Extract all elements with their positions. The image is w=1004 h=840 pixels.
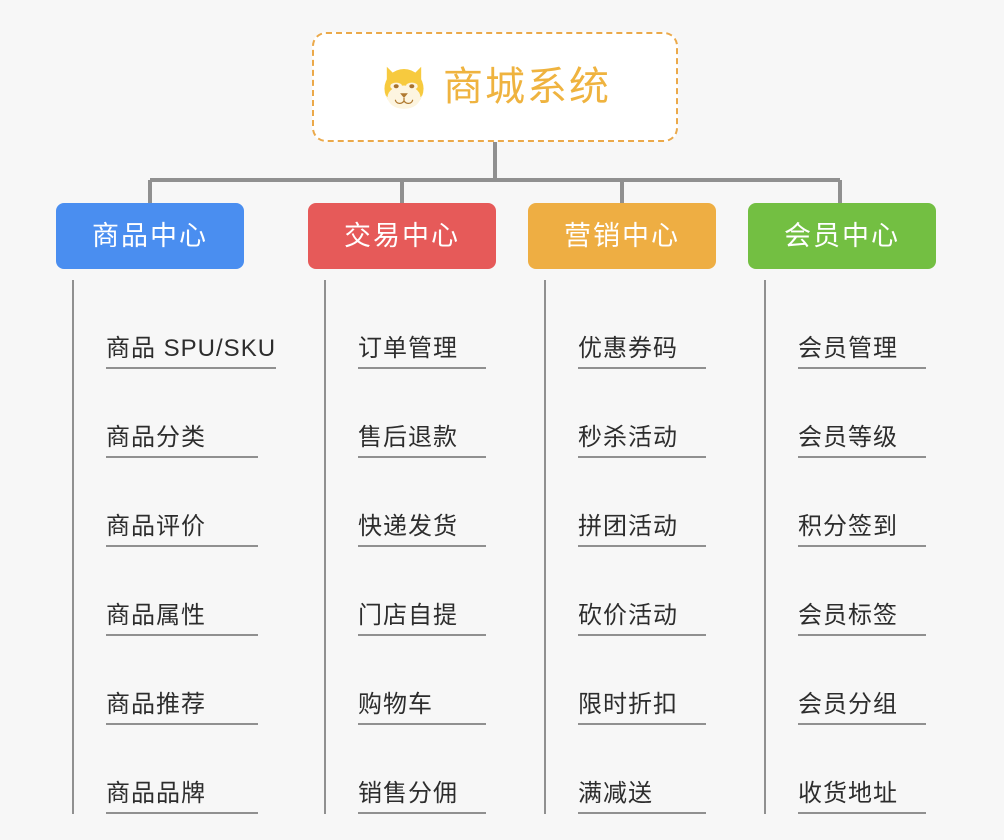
leaf-item[interactable]: 限时折扣: [546, 636, 748, 725]
leaf-item-label: 销售分佣: [358, 780, 486, 814]
leaf-item-label: 商品推荐: [106, 691, 258, 725]
leaf-item-label: 商品品牌: [106, 780, 258, 814]
leaf-item[interactable]: 满减送: [546, 725, 748, 814]
leaf-item-label: 门店自提: [358, 602, 486, 636]
shiba-dog-face-icon: [384, 66, 424, 109]
leaf-item-label: 快递发货: [358, 513, 486, 547]
leaf-item[interactable]: 优惠券码: [546, 280, 748, 369]
leaf-item-label: 售后退款: [358, 424, 486, 458]
leaf-item-label: 限时折扣: [578, 691, 706, 725]
leaf-item-label: 会员标签: [798, 602, 926, 636]
leaf-item[interactable]: 商品分类: [74, 369, 276, 458]
leaf-item[interactable]: 快递发货: [326, 458, 528, 547]
branch-header-label: 商品中心: [92, 220, 208, 251]
leaf-item[interactable]: 会员分组: [766, 636, 968, 725]
leaf-item[interactable]: 秒杀活动: [546, 369, 748, 458]
leaf-item-label: 砍价活动: [578, 602, 706, 636]
leaf-stack-marketing-center: 优惠券码 秒杀活动 拼团活动 砍价活动 限时折扣 满减送: [544, 280, 748, 814]
leaf-item[interactable]: 拼团活动: [546, 458, 748, 547]
leaf-item[interactable]: 商品品牌: [74, 725, 276, 814]
leaf-stack-product-center: 商品 SPU/SKU 商品分类 商品评价 商品属性 商品推荐 商品品牌: [72, 280, 276, 814]
leaf-item-label: 优惠券码: [578, 335, 706, 369]
leaf-item[interactable]: 订单管理: [326, 280, 528, 369]
branch-header-marketing-center[interactable]: 营销中心: [528, 203, 716, 269]
branch-columns: 商品中心 商品 SPU/SKU 商品分类 商品评价 商品属性 商品推荐 商品品牌…: [0, 203, 1004, 840]
branch-header-member-center[interactable]: 会员中心: [748, 203, 936, 269]
leaf-item[interactable]: 会员标签: [766, 547, 968, 636]
leaf-item-label: 会员分组: [798, 691, 926, 725]
leaf-item[interactable]: 销售分佣: [326, 725, 528, 814]
branch-column-member-center: 会员中心 会员管理 会员等级 积分签到 会员标签 会员分组 收货地址: [748, 203, 968, 814]
branch-header-label: 营销中心: [564, 220, 680, 251]
branch-column-product-center: 商品中心 商品 SPU/SKU 商品分类 商品评价 商品属性 商品推荐 商品品牌: [56, 203, 276, 814]
leaf-item[interactable]: 商品推荐: [74, 636, 276, 725]
leaf-item[interactable]: 购物车: [326, 636, 528, 725]
leaf-item-label: 商品属性: [106, 602, 258, 636]
leaf-item-label: 订单管理: [358, 335, 486, 369]
branch-column-trade-center: 交易中心 订单管理 售后退款 快递发货 门店自提 购物车 销售分佣: [308, 203, 528, 814]
leaf-item-label: 拼团活动: [578, 513, 706, 547]
branch-header-product-center[interactable]: 商品中心: [56, 203, 244, 269]
leaf-item-label: 会员管理: [798, 335, 926, 369]
leaf-item[interactable]: 会员等级: [766, 369, 968, 458]
leaf-item[interactable]: 积分签到: [766, 458, 968, 547]
branch-column-marketing-center: 营销中心 优惠券码 秒杀活动 拼团活动 砍价活动 限时折扣 满减送: [528, 203, 748, 814]
leaf-item[interactable]: 售后退款: [326, 369, 528, 458]
leaf-item-label: 收货地址: [798, 780, 926, 814]
leaf-item-label: 购物车: [358, 691, 486, 725]
leaf-item-label: 会员等级: [798, 424, 926, 458]
leaf-item-label: 商品分类: [106, 424, 258, 458]
leaf-item[interactable]: 门店自提: [326, 547, 528, 636]
leaf-item-label: 满减送: [578, 780, 706, 814]
leaf-item-label: 商品评价: [106, 513, 258, 547]
leaf-stack-trade-center: 订单管理 售后退款 快递发货 门店自提 购物车 销售分佣: [324, 280, 528, 814]
leaf-item[interactable]: 商品评价: [74, 458, 276, 547]
leaf-item-label: 秒杀活动: [578, 424, 706, 458]
leaf-stack-member-center: 会员管理 会员等级 积分签到 会员标签 会员分组 收货地址: [764, 280, 968, 814]
root-node-mall-system[interactable]: 商城系统: [312, 32, 678, 142]
leaf-item[interactable]: 砍价活动: [546, 547, 748, 636]
branch-header-trade-center[interactable]: 交易中心: [308, 203, 496, 269]
branch-header-label: 会员中心: [784, 220, 900, 251]
leaf-item[interactable]: 会员管理: [766, 280, 968, 369]
root-node-title: 商城系统: [443, 65, 611, 109]
leaf-item[interactable]: 收货地址: [766, 725, 968, 814]
leaf-item[interactable]: 商品 SPU/SKU: [74, 280, 276, 369]
leaf-item-label: 积分签到: [798, 513, 926, 547]
leaf-item[interactable]: 商品属性: [74, 547, 276, 636]
leaf-item-label: 商品 SPU/SKU: [106, 335, 276, 369]
branch-header-label: 交易中心: [344, 220, 460, 251]
